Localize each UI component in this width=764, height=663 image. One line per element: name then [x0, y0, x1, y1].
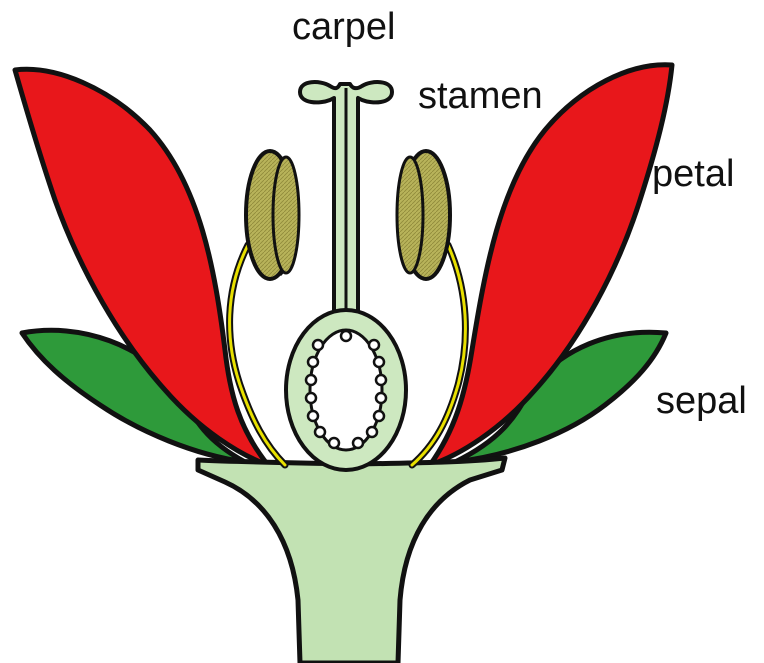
anther-left [246, 151, 299, 279]
label-carpel: carpel [292, 8, 396, 46]
label-petal: petal [652, 155, 734, 193]
label-sepal: sepal [656, 382, 747, 420]
receptacle [198, 458, 505, 663]
anther-right [397, 151, 450, 279]
label-stamen: stamen [418, 77, 543, 115]
carpel [286, 82, 406, 470]
